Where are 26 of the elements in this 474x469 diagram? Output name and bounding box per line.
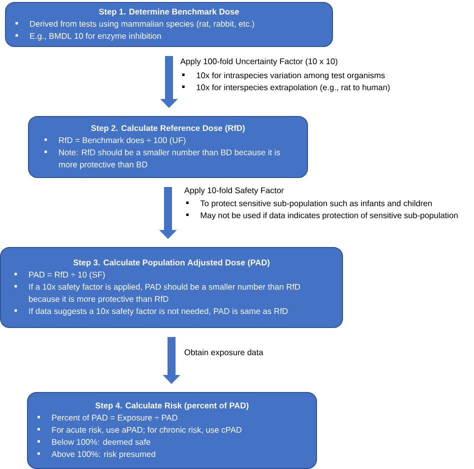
bullet-item: Note: RfD should be a smaller number than BD because it is more protective than BD: [44, 149, 280, 170]
bullet-item: If data suggests a 10x safety factor is not needed, PAD is same as RfD: [14, 308, 288, 316]
step-box: [28, 116, 308, 178]
edge-label: Obtain exposure data: [183, 348, 264, 358]
bullet-note: May not be used if data indicates protection of sensitive sub-population: [186, 212, 458, 220]
bullet-item: Above 100%: risk presumed: [38, 450, 156, 459]
bullet-note: 10x for intraspecies variation among test organisms: [182, 72, 385, 80]
step-box: [27, 392, 317, 469]
step-box: [0, 247, 343, 328]
bullet-item: Below 100%: deemed safe: [38, 438, 150, 445]
bullet-item: For acute risk, use aPAD; for chronic risk, use cPAD: [38, 426, 242, 434]
edge-label: Apply 100-fold Uncertainty Factor (10 x 10): [179, 57, 339, 67]
step-heading: Step 2. Calculate Reference Dose (RfD): [91, 124, 245, 133]
bullet-item: E.g., BMDL 10 for enzyme inhibition: [16, 32, 161, 40]
step-heading: Step 1. Determine Benchmark Dose: [99, 8, 239, 16]
edge-label: Apply 10-fold Safety Factor: [183, 186, 285, 196]
bullet-item: If a 10x safety factor is applied, PAD should be a smaller number than RfD because it is more protective than RfD: [14, 284, 300, 304]
bullet-item: Derived from tests using mammalian species (rat, rabbit, etc.): [16, 20, 254, 28]
bullet-item: PAD = RfD ÷ 10 (SF): [14, 272, 105, 280]
step-box: [5, 2, 333, 47]
bullet-note: To protect sensitive sub-population such as infants and children: [186, 200, 432, 208]
bullet-note: 10x for interspecies extrapolation (e.g., rat to human): [182, 84, 390, 92]
step-heading: Step 4. Calculate Risk (percent of PAD): [95, 402, 248, 410]
bullet-item: RfD = Benchmark does ÷ 100 (UF): [44, 137, 186, 145]
step-heading: Step 3. Calculate Population Adjusted Dose (PAD): [73, 259, 270, 268]
bullet-item: Percent of PAD = Exposure ÷ PAD: [38, 414, 178, 422]
